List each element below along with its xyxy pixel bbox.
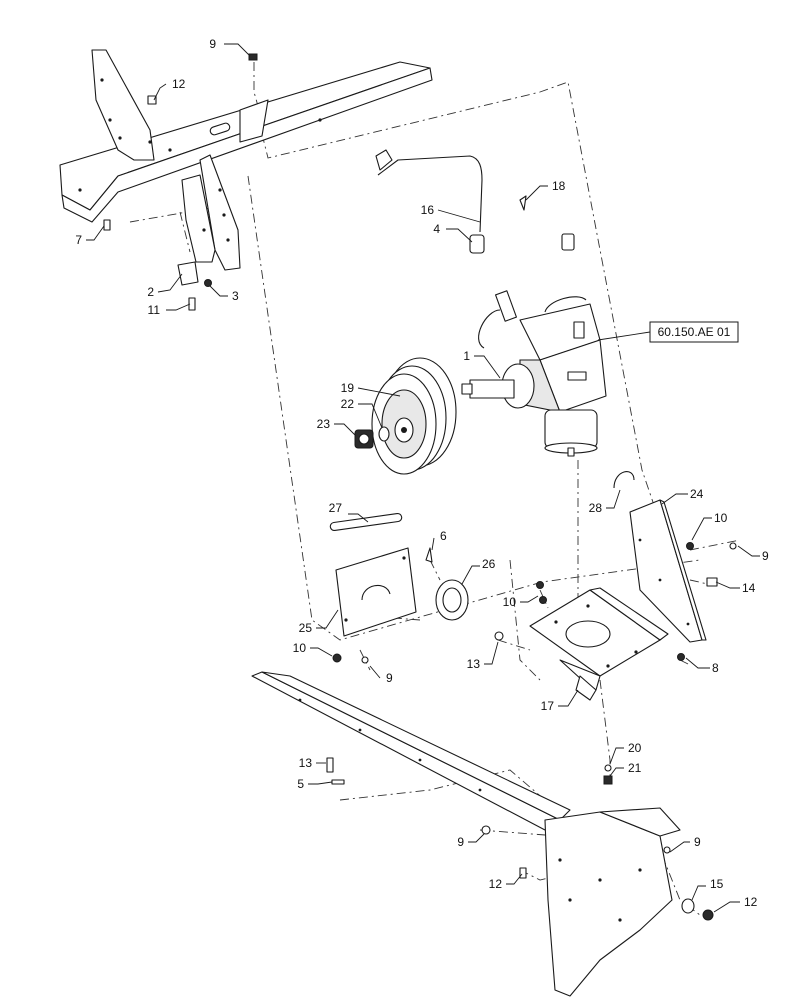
- fastener-9-top: [248, 53, 258, 61]
- washer-20: [604, 764, 612, 772]
- callout-2: 2: [147, 285, 154, 299]
- clip-18: [519, 195, 527, 211]
- callout-8: 8: [712, 661, 719, 675]
- callout-10a: 10: [293, 641, 307, 655]
- callout-21: 21: [628, 761, 642, 775]
- callout-9a: 9: [209, 37, 216, 51]
- callout-15: 15: [710, 877, 724, 891]
- callout-11: 11: [148, 303, 161, 317]
- bolt-14: [706, 577, 718, 587]
- nut-21: [603, 775, 613, 785]
- spacer-15: [681, 898, 695, 914]
- washer-13: [494, 631, 504, 641]
- callout-28: 28: [589, 501, 603, 515]
- reference-label: 60.150.AE 01: [658, 325, 731, 339]
- callout-labels: 9 12 7 2 3 11 18 16 4 1 19 22 23 27 6 26…: [75, 37, 769, 909]
- upper-frame-beam: [59, 49, 433, 271]
- bolt-10-left: [332, 653, 342, 663]
- callout-13b: 13: [299, 756, 313, 770]
- nut-8: [677, 653, 685, 661]
- callout-24: 24: [690, 487, 704, 501]
- bolt-10-right: [686, 542, 694, 550]
- callout-4: 4: [433, 222, 440, 236]
- callout-18: 18: [552, 179, 566, 193]
- callout-17: 17: [541, 699, 555, 713]
- callout-27: 27: [329, 501, 343, 515]
- callout-12b: 12: [489, 877, 503, 891]
- callout-20: 20: [628, 741, 642, 755]
- callout-3: 3: [232, 289, 239, 303]
- upper-hardware: [103, 53, 258, 311]
- fastener-9-lower-left: [481, 825, 491, 835]
- shield-panel-24: [629, 499, 707, 643]
- callout-7: 7: [75, 233, 82, 247]
- callout-14: 14: [742, 581, 756, 595]
- callout-10c: 10: [503, 595, 517, 609]
- callout-leaders: [86, 43, 760, 913]
- mount-bracket-17: [529, 587, 669, 701]
- callout-9d: 9: [457, 835, 464, 849]
- nut-12-lower: [702, 909, 714, 921]
- bolt-10-lower: [539, 596, 547, 604]
- handle-28: [613, 471, 635, 489]
- plate-25: [335, 547, 417, 637]
- fastener-9-mid: [361, 656, 369, 664]
- nut-3: [204, 279, 212, 287]
- ring-26: [435, 579, 469, 621]
- callout-13a: 13: [467, 657, 481, 671]
- hose-assembly: [375, 149, 575, 254]
- callout-16: 16: [421, 203, 435, 217]
- fastener-12-top: [147, 95, 157, 105]
- bolt-13-lower: [326, 757, 334, 773]
- bolt-7: [103, 219, 111, 231]
- callout-10b: 10: [714, 511, 728, 525]
- callout-9e: 9: [694, 835, 701, 849]
- pulley-19: [371, 357, 457, 475]
- callout-22: 22: [341, 397, 355, 411]
- callout-6: 6: [440, 529, 447, 543]
- lower-frame-beam: [251, 671, 681, 997]
- callout-12a: 12: [172, 77, 186, 91]
- callout-5: 5: [297, 777, 304, 791]
- bolt-12-lower: [519, 867, 527, 879]
- bolt-10-upper: [536, 581, 544, 589]
- fastener-9-lower-right: [663, 846, 671, 854]
- callout-9b: 9: [386, 671, 393, 685]
- callout-1: 1: [463, 349, 470, 363]
- washer-22: [378, 426, 390, 442]
- callout-26: 26: [482, 557, 496, 571]
- bracket-2: [177, 261, 199, 286]
- callout-12c: 12: [744, 895, 758, 909]
- callout-23: 23: [317, 417, 331, 431]
- callout-19: 19: [341, 381, 355, 395]
- rod-27: [329, 512, 403, 532]
- fitting-4: [469, 234, 485, 254]
- washer-5: [331, 779, 345, 785]
- reference-callout: 60.150.AE 01: [597, 321, 739, 343]
- gearbox-1: [461, 290, 607, 457]
- nut-23: [354, 429, 374, 449]
- callout-9c: 9: [762, 549, 769, 563]
- callout-25: 25: [299, 621, 313, 635]
- clip-6: [425, 547, 433, 563]
- fastener-9-right: [729, 542, 737, 550]
